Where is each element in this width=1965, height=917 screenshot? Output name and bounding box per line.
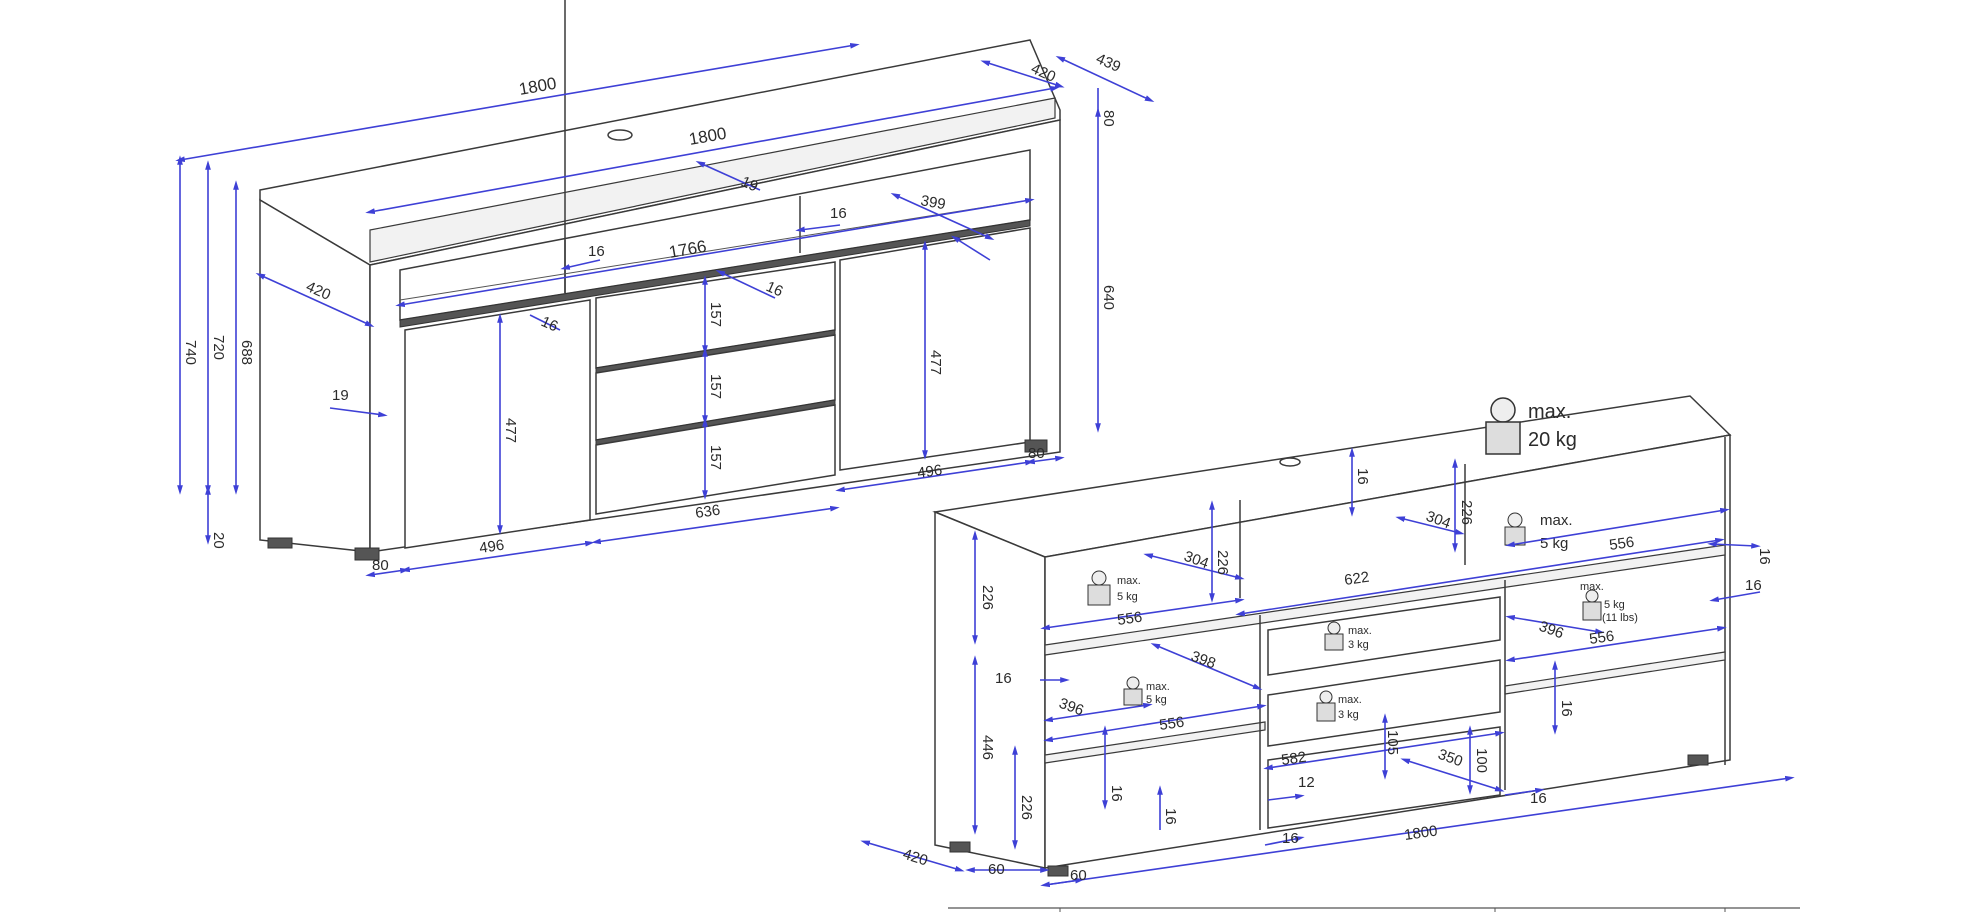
dim-drawer-1: 157 [707,302,724,327]
dim-226-b: 226 [1214,550,1231,575]
dim-panel-16c: 16 [763,278,785,300]
foot-left [267,537,293,549]
dim-depth-total: 439 [1093,50,1123,76]
dim-16-b2: 16 [1162,808,1179,825]
dim-582: 582 [1280,749,1307,769]
door-left [404,299,591,549]
weight-icon [1123,676,1143,706]
dim-100: 100 [1473,748,1490,773]
dim-420-interior: 420 [901,846,930,870]
dim-16-left: 16 [995,670,1012,687]
interior-cable-hole [1279,457,1301,467]
dim-panel-16b: 16 [588,243,605,260]
dim-226-bottom: 226 [1018,795,1035,820]
foot-front [354,547,380,561]
load-shelf-right-label: max. [1580,581,1604,593]
load-drawer-bottom-value: 3 kg [1338,709,1359,721]
dim-height-total: 740 [182,340,199,365]
interior-drawer-2 [1267,659,1501,747]
weight-icon [1485,397,1521,455]
dim-panel-16d: 16 [830,205,847,222]
drawer-3 [595,404,836,515]
interior-foot-right [1687,754,1709,766]
interior-dimension-labels: 226 446 226 226 226 16 304 304 622 556 5… [901,468,1773,884]
load-shelf-left-mid-value: 5 kg [1146,694,1167,706]
foot-right [1024,439,1048,453]
load-drawer-top-value: 3 kg [1348,639,1369,651]
dim-446: 446 [979,735,996,760]
dim-height-side: 688 [238,340,255,365]
dim-leg-right: 80 [1028,445,1045,462]
dim-panel-16a: 16 [538,313,560,335]
dim-leg-left: 80 [372,557,389,574]
dim-top-panel: 80 [1100,110,1117,127]
table-edge [948,907,1800,912]
dim-105: 105 [1384,730,1401,755]
dim-16-b3: 16 [1282,830,1299,847]
dim-226-left: 226 [979,585,996,610]
interior-dimension-lines [860,447,1795,888]
dim-panel-19a: 19 [332,387,349,404]
load-shelf-top-right-label: max. [1540,512,1573,529]
front-view: 1800 1800 1766 420 439 420 740 720 688 2… [175,0,1155,578]
weight-icon [1504,512,1526,546]
dim-drawers-width: 636 [694,502,721,522]
dim-16-edge: 16 [1756,548,1773,565]
dim-height-right: 640 [1100,285,1117,310]
load-top-label: max. [1528,401,1571,423]
dim-226-c: 226 [1458,500,1475,525]
dim-1800-interior: 1800 [1403,822,1438,843]
dim-panel-19b: 19 [738,173,760,195]
dim-556-mid: 556 [1158,714,1185,734]
dim-16-b1: 16 [1108,785,1125,802]
door-right [839,227,1031,471]
interior-view: max. 20 kg max. 5 kg max. 5 kg max. 5 kg [860,395,1795,888]
weight-icon [1324,621,1344,651]
dim-16-b4: 16 [1530,790,1547,807]
front-dimension-lines [175,42,1155,578]
dim-16-right-top: 16 [1745,577,1762,594]
interior-foot-front [1047,865,1069,877]
dim-556-top: 556 [1608,534,1635,554]
dim-total-width: 1800 [517,74,558,99]
weight-icon [1316,690,1336,722]
interior-foot-left [949,841,971,853]
load-drawer-bottom-label: max. [1338,694,1362,706]
dim-niche-width: 399 [919,192,947,213]
dim-door-left-width: 496 [478,537,505,557]
load-top-value: 20 kg [1528,429,1577,451]
load-shelf-left-top-value: 5 kg [1117,591,1138,603]
dim-door-left-height: 477 [502,418,519,443]
load-shelf-left-top-label: max. [1117,575,1141,587]
dim-16-top: 16 [1354,468,1371,485]
load-shelf-left-mid-label: max. [1146,681,1170,693]
dim-plinth: 20 [210,532,227,549]
load-shelf-right-value: 5 kg [1604,599,1625,611]
dim-door-right-height: 477 [927,350,944,375]
dim-622: 622 [1343,569,1370,589]
dim-16-right: 16 [1558,700,1575,717]
dim-12: 12 [1298,774,1315,791]
dim-height-body: 720 [210,335,227,360]
dim-door-right-width: 496 [916,462,943,482]
load-drawer-top-label: max. [1348,625,1372,637]
dim-556-left: 556 [1116,609,1143,629]
dim-60-b: 60 [1070,867,1087,884]
load-shelf-right-extra: (11 lbs) [1602,612,1638,624]
dim-60-a: 60 [988,861,1005,878]
dim-drawer-2: 157 [707,374,724,399]
weight-icon [1582,589,1602,621]
dim-drawer-3: 157 [707,445,724,470]
dim-556-right: 556 [1588,628,1615,648]
